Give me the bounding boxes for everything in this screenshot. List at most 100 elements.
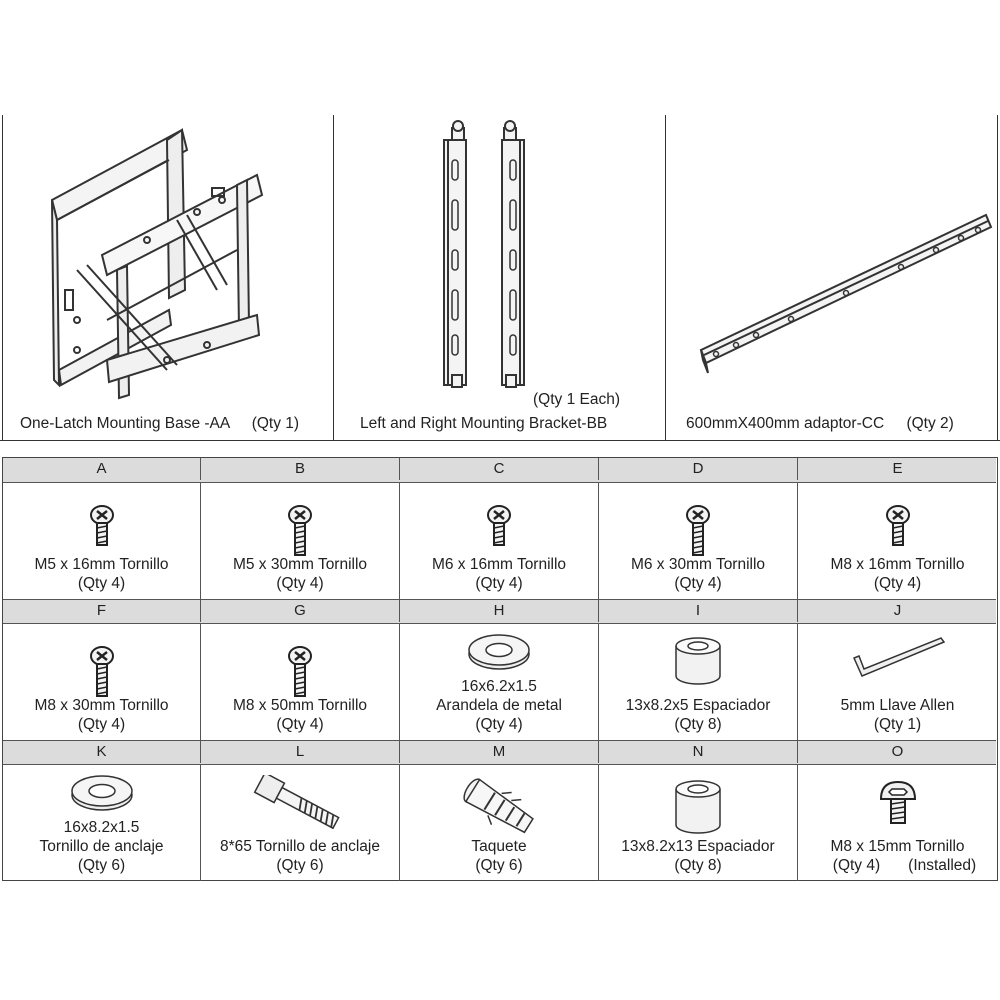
part-name: M5 x 30mm Tornillo [232, 556, 368, 573]
panel-mounting-base: One-Latch Mounting Base -AA (Qty 1) [2, 115, 333, 440]
part-letter: M [492, 743, 506, 760]
part-cell: 13x8.2x5 Espaciador (Qty 8) [599, 624, 798, 740]
divider [2, 115, 3, 440]
long-screw-icon [287, 505, 313, 562]
part-name: M8 x 30mm Tornillo [34, 697, 169, 714]
part-size: 16x8.2x1.5 [63, 819, 140, 836]
column-letter-cell: J [798, 600, 997, 622]
divider [0, 440, 1000, 441]
tall-spacer-icon [672, 777, 724, 840]
part-letter: E [892, 460, 903, 477]
short-screw-icon [486, 505, 512, 554]
mounting-base-illustration [50, 128, 264, 400]
long-screw-icon [287, 646, 313, 703]
adaptor-name: 600mmX400mm adaptor-CC [686, 415, 885, 432]
part-qty-line: (Qty 4) (Installed) [798, 856, 997, 875]
panel-adaptor: 600mmX400mm adaptor-CC (Qty 2) [666, 115, 997, 440]
column-letter-cell: N [599, 741, 798, 763]
long-screw-icon [89, 646, 115, 703]
part-qty: (Qty 8) [674, 716, 722, 733]
part-letter: F [96, 602, 107, 619]
main-components-section: One-Latch Mounting Base -AA (Qty 1) [0, 115, 1000, 441]
column-letter-cell: F [3, 600, 201, 622]
adaptor-rail-illustration [699, 213, 993, 374]
mounting-brackets-illustration [443, 120, 525, 388]
mounting-base-caption: One-Latch Mounting Base -AA (Qty 1) [20, 415, 299, 433]
column-letter-cell: M [400, 741, 599, 763]
part-letter: L [295, 743, 305, 760]
divider [997, 115, 998, 440]
part-qty: (Qty 6) [475, 857, 523, 874]
part-qty: (Qty 8) [674, 857, 722, 874]
part-name: Tornillo de anclaje [39, 838, 164, 855]
part-qty: (Qty 4) [475, 575, 523, 592]
column-letter-cell: K [3, 741, 201, 763]
divider [333, 115, 334, 440]
part-qty: (Qty 6) [77, 857, 126, 874]
part-qty: (Qty 4) [475, 716, 523, 733]
button-head-screw-icon [878, 779, 918, 830]
part-name: 13x8.2x13 Espaciador [621, 838, 775, 855]
mounting-base-name: One-Latch Mounting Base -AA [20, 415, 230, 432]
part-name: M6 x 30mm Tornillo [630, 556, 766, 573]
column-letter-cell: D [599, 458, 798, 480]
part-name: M8 x 50mm Tornillo [232, 697, 368, 714]
column-letter-cell: G [201, 600, 400, 622]
washer-icon [466, 632, 532, 677]
column-letter-cell: L [201, 741, 400, 763]
panel-mounting-brackets: (Qty 1 Each) Left and Right Mounting Bra… [334, 115, 665, 440]
lag-bolt-icon [250, 771, 350, 840]
allen-key-icon [848, 636, 948, 685]
part-qty: (Qty 6) [276, 857, 324, 874]
part-size: 16x6.2x1.5 [461, 678, 537, 695]
short-screw-icon [89, 505, 115, 554]
part-cell: 5mm Llave Allen (Qty 1) [798, 624, 997, 740]
part-letter: J [893, 602, 902, 619]
part-name: M8 x 15mm Tornillo [830, 838, 965, 855]
part-letter: A [96, 460, 107, 477]
spacer-icon [672, 634, 724, 691]
part-name: 13x8.2x5 Espaciador [625, 697, 771, 714]
part-letter: K [96, 743, 107, 760]
installed-note: (Installed) [908, 857, 977, 874]
part-cell: M8 x 30mm Tornillo (Qty 4) [3, 624, 201, 740]
part-letter: C [493, 460, 505, 477]
part-qty: (Qty 4) [674, 575, 722, 592]
part-qty: (Qty 4) [832, 857, 881, 874]
column-letter-cell: E [798, 458, 997, 480]
column-letter-cell: H [400, 600, 599, 622]
part-name: Arandela de metal [436, 697, 562, 714]
part-qty: (Qty 4) [77, 575, 126, 592]
column-letter-cell: I [599, 600, 798, 622]
mounting-brackets-name: Left and Right Mounting Bracket-BB [360, 415, 608, 432]
part-cell: M5 x 30mm Tornillo (Qty 4) [201, 483, 400, 599]
part-cell: 13x8.2x13 Espaciador (Qty 8) [599, 765, 798, 881]
part-cell: 8*65 Tornillo de anclaje (Qty 6) [201, 765, 400, 881]
column-letter-cell: A [3, 458, 201, 480]
part-cell: Taquete (Qty 6) [400, 765, 599, 881]
divider [665, 115, 666, 440]
part-letter: B [294, 460, 305, 477]
long-screw-icon [685, 505, 711, 562]
table-header-row: K L M N O [3, 740, 996, 765]
washer-icon [69, 773, 135, 818]
column-letter-cell: O [798, 741, 997, 763]
part-cell: M5 x 16mm Tornillo (Qty 4) [3, 483, 201, 599]
adaptor-qty: (Qty 2) [906, 415, 954, 432]
mounting-brackets-qty: (Qty 1 Each) [533, 391, 620, 408]
part-name: 8*65 Tornillo de anclaje [220, 838, 380, 855]
part-qty: (Qty 4) [873, 575, 922, 592]
part-qty: (Qty 4) [276, 575, 324, 592]
part-letter: H [493, 602, 505, 619]
part-name: 5mm Llave Allen [840, 697, 955, 714]
part-letter: O [891, 743, 904, 760]
part-name: M5 x 16mm Tornillo [34, 556, 169, 573]
part-qty: (Qty 4) [77, 716, 126, 733]
part-qty: (Qty 1) [873, 716, 922, 733]
part-qty: (Qty 4) [276, 716, 324, 733]
part-name: Taquete [471, 838, 527, 855]
part-letter: G [294, 602, 306, 619]
part-letter: D [692, 460, 704, 477]
part-letter: I [695, 602, 701, 619]
